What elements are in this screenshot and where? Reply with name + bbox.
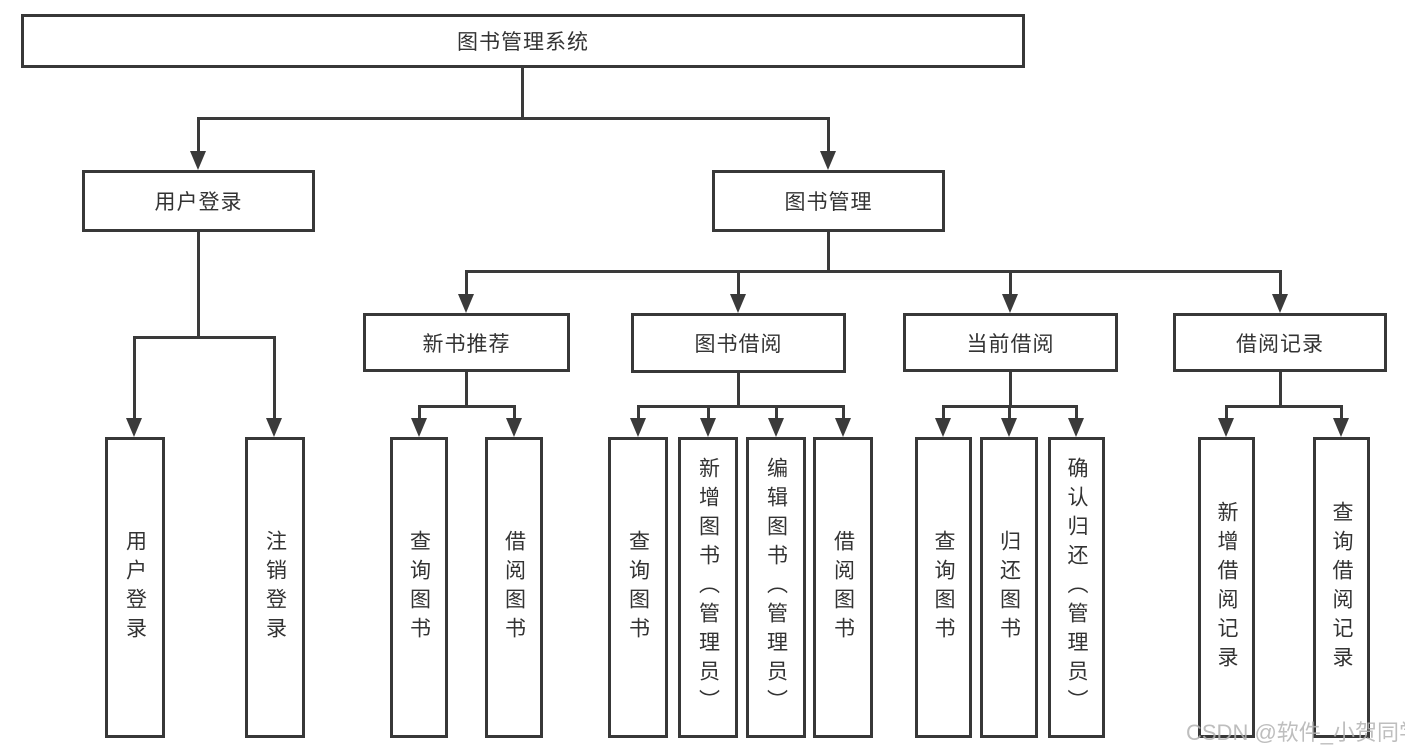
arrow-down-icon bbox=[630, 418, 646, 437]
arrow-down-icon bbox=[190, 151, 206, 170]
arrow-down-icon bbox=[935, 418, 951, 437]
connector-line bbox=[1279, 372, 1282, 408]
arrow-down-icon bbox=[266, 418, 282, 437]
connector-line bbox=[465, 270, 1282, 273]
connector-line bbox=[1225, 405, 1228, 421]
arrow-down-icon bbox=[820, 151, 836, 170]
node-new-book-recommend: 新书推荐 bbox=[363, 313, 570, 372]
node-book-management: 图书管理 bbox=[712, 170, 945, 232]
leaf-bb-borrow-books: 借阅图书 bbox=[813, 437, 873, 738]
arrow-down-icon bbox=[1001, 418, 1017, 437]
connector-line bbox=[133, 336, 276, 339]
connector-line bbox=[637, 405, 845, 408]
connector-line bbox=[513, 405, 516, 421]
connector-line bbox=[133, 336, 136, 421]
connector-line bbox=[775, 405, 778, 421]
leaf-logout: 注销登录 bbox=[245, 437, 305, 738]
arrow-down-icon bbox=[1333, 418, 1349, 437]
arrow-down-icon bbox=[768, 418, 784, 437]
connector-line bbox=[465, 372, 468, 408]
connector-line bbox=[418, 405, 516, 408]
leaf-nb-borrow-books: 借阅图书 bbox=[485, 437, 543, 738]
arrow-down-icon bbox=[126, 418, 142, 437]
arrow-down-icon bbox=[1272, 294, 1288, 313]
arrow-down-icon bbox=[835, 418, 851, 437]
leaf-bb-edit-books-admin: 编辑图书（管理员） bbox=[746, 437, 806, 738]
connector-line bbox=[465, 270, 468, 298]
node-current-borrowing: 当前借阅 bbox=[903, 313, 1118, 372]
leaf-user-login: 用户登录 bbox=[105, 437, 165, 738]
leaf-cb-query-books: 查询图书 bbox=[915, 437, 972, 738]
connector-line bbox=[637, 405, 640, 421]
leaf-cb-return-books: 归还图书 bbox=[980, 437, 1038, 738]
connector-line bbox=[1009, 270, 1012, 298]
watermark: CSDN @软件_小贺同学 bbox=[1186, 720, 1405, 745]
arrow-down-icon bbox=[506, 418, 522, 437]
node-book-borrowing: 图书借阅 bbox=[631, 313, 846, 373]
arrow-down-icon bbox=[1068, 418, 1084, 437]
connector-line bbox=[1009, 372, 1012, 408]
arrow-down-icon bbox=[411, 418, 427, 437]
connector-line bbox=[737, 270, 740, 298]
connector-line bbox=[942, 405, 945, 421]
connector-line bbox=[827, 118, 830, 158]
leaf-br-add-record: 新增借阅记录 bbox=[1198, 437, 1255, 738]
connector-line bbox=[1279, 270, 1282, 298]
arrow-down-icon bbox=[700, 418, 716, 437]
connector-line bbox=[197, 117, 830, 120]
connector-line bbox=[418, 405, 421, 421]
arrow-down-icon bbox=[1002, 294, 1018, 313]
connector-line bbox=[1340, 405, 1343, 421]
node-borrowing-records: 借阅记录 bbox=[1173, 313, 1387, 372]
arrow-down-icon bbox=[730, 294, 746, 313]
connector-line bbox=[1075, 405, 1078, 421]
connector-line bbox=[1008, 405, 1011, 421]
node-root: 图书管理系统 bbox=[21, 14, 1025, 68]
connector-line bbox=[737, 373, 740, 408]
arrow-down-icon bbox=[458, 294, 474, 313]
arrow-down-icon bbox=[1218, 418, 1234, 437]
connector-line bbox=[707, 405, 710, 421]
connector-line bbox=[197, 232, 200, 338]
leaf-bb-add-books-admin: 新增图书（管理员） bbox=[678, 437, 738, 738]
leaf-br-query-record: 查询借阅记录 bbox=[1313, 437, 1370, 738]
node-user-login: 用户登录 bbox=[82, 170, 315, 232]
connector-line bbox=[521, 67, 524, 118]
connector-line bbox=[842, 405, 845, 421]
connector-line bbox=[1225, 405, 1343, 408]
connector-line bbox=[827, 232, 830, 272]
leaf-cb-confirm-return-admin: 确认归还（管理员） bbox=[1048, 437, 1105, 738]
leaf-bb-query-books: 查询图书 bbox=[608, 437, 668, 738]
connector-line bbox=[273, 336, 276, 421]
connector-line bbox=[197, 118, 200, 158]
leaf-nb-query-books: 查询图书 bbox=[390, 437, 448, 738]
